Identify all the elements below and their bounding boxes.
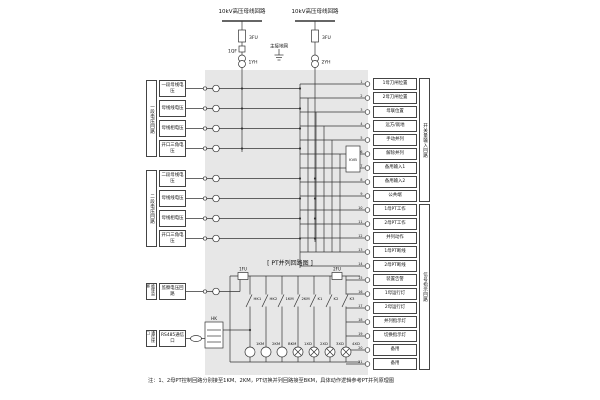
- right-box: 并列动作: [373, 232, 417, 244]
- left-item: RS485通信口: [159, 330, 186, 347]
- right-side-label-signals: 信号指示回路: [419, 204, 430, 370]
- terminal-number: 6: [360, 150, 362, 154]
- right-box: 1母PT工作: [373, 204, 417, 216]
- terminal-number: 14: [358, 262, 362, 266]
- right-box: 2母PT断线: [373, 260, 417, 272]
- terminal-number: 21: [358, 360, 362, 364]
- right-box: 1母刀闸位置: [373, 78, 417, 90]
- right-box: 公共端: [373, 190, 417, 202]
- contact-label: 1KM: [286, 296, 294, 301]
- right-box: 备用输入2: [373, 176, 417, 188]
- coil-label: 1XD: [304, 341, 312, 346]
- left-group-title-comm: 通信接口: [146, 330, 157, 347]
- terminal-number: 5: [360, 136, 362, 140]
- footnote: 注：1、2母PT控制回路分别接至1KM、2KM，PT切换并列回路接至BKM，具体…: [148, 378, 395, 384]
- terminal-circles: [364, 81, 371, 367]
- right-box: 母联位置: [373, 106, 417, 118]
- terminal-number: 10: [358, 206, 362, 210]
- contact-label: K2: [334, 296, 339, 301]
- control-caption: [ PT并列回路图 ]: [267, 259, 313, 267]
- internal-bus-lines: [299, 84, 341, 268]
- left-item: 母线线电压: [159, 100, 186, 117]
- coil-label: 3XD: [336, 341, 344, 346]
- terminal-number: 16: [358, 290, 362, 294]
- terminal-number: 7: [360, 164, 362, 168]
- right-box: 切换指示灯: [373, 330, 417, 342]
- left-group-title-insulation: 绝缘监察: [146, 283, 157, 300]
- terminal-number: 4: [360, 122, 362, 126]
- terminal-number: 2: [360, 94, 362, 98]
- left-item: 监察电压回路: [159, 283, 186, 300]
- left-group-title-section1: 一段电压回路: [146, 80, 157, 157]
- right-box: 2母PT工作: [373, 218, 417, 230]
- coil-label: 1KM: [256, 341, 264, 346]
- contact-label: 2KM: [302, 296, 310, 301]
- device-panel-background: [205, 70, 368, 375]
- right-side-label-inputs: 开关量输入回路: [419, 78, 430, 202]
- right-box: 并列指示灯: [373, 316, 417, 328]
- left-item: 母线相电压: [159, 120, 186, 137]
- pt-winding-rows: [186, 84, 300, 342]
- right-busbar-title: 10kV高压母线回路: [291, 9, 339, 15]
- right-box: 2母刀闸位置: [373, 92, 417, 104]
- right-box: 1母PT断线: [373, 246, 417, 258]
- coil-label: BKM: [288, 341, 296, 346]
- left-fuse-label: 3FU: [249, 35, 258, 41]
- schematic-labels: 3FU 3FU 1QF 主接地网 1YH 2YH [ PT并列回路图 ] 1FU…: [211, 35, 362, 364]
- left-group-title-section2: 二段电压回路: [146, 170, 157, 247]
- right-box: 手动并列: [373, 134, 417, 146]
- right-box: 备用输入1: [373, 162, 417, 174]
- terminal-number: 3: [360, 108, 362, 112]
- relay-box-label: KVB: [349, 157, 357, 162]
- right-box: 2母运行灯: [373, 302, 417, 314]
- control-fuse-left-label: 1FU: [239, 267, 247, 272]
- pt1-label: 1YH: [249, 60, 258, 66]
- switch-box-label: HK: [211, 316, 217, 321]
- feeder-lines: [238, 21, 319, 242]
- relay-box: [345, 145, 361, 173]
- ground-label: 主接地网: [270, 43, 288, 50]
- terminal-number: 8: [360, 178, 362, 182]
- left-item: 母线相电压: [159, 210, 186, 227]
- terminal-number: 11: [358, 220, 362, 224]
- left-item: 一段母线电压: [159, 80, 186, 97]
- contact-label: K1: [318, 296, 323, 301]
- junction-dots: [238, 87, 317, 332]
- breaker-label: 1QF: [228, 49, 237, 55]
- right-box: 解除并列: [373, 148, 417, 160]
- right-fuse-label: 3FU: [322, 35, 331, 41]
- coil-label: 4XD: [352, 341, 360, 346]
- left-item: 二段母线电压: [159, 170, 186, 187]
- terminal-number: 15: [358, 276, 362, 280]
- contact-label: HK1: [254, 296, 262, 301]
- right-box: 1母运行灯: [373, 288, 417, 300]
- terminal-number: 9: [360, 192, 362, 196]
- left-item: 开口三角电压: [159, 230, 186, 247]
- left-item: 开口三角电压: [159, 140, 186, 157]
- right-box: 装置告警: [373, 274, 417, 286]
- terminal-wires: [300, 83, 366, 365]
- terminal-number: 18: [358, 318, 362, 322]
- terminal-number: 19: [358, 332, 362, 336]
- terminal-number: 20: [358, 346, 362, 350]
- coil-label: 2XD: [320, 341, 328, 346]
- terminal-number: 1: [360, 80, 362, 84]
- right-box: 备用: [373, 344, 417, 356]
- left-item: 母线线电压: [159, 190, 186, 207]
- terminal-number: 12: [358, 234, 362, 238]
- terminal-number: 17: [358, 304, 362, 308]
- contact-label: HK2: [270, 296, 278, 301]
- terminal-number: 13: [358, 248, 362, 252]
- contact-label: K3: [350, 296, 355, 301]
- control-fuse-right-label: 2FU: [333, 267, 341, 272]
- pt2-label: 2YH: [322, 60, 331, 66]
- right-box: 备用: [373, 358, 417, 370]
- control-circuit: [204, 272, 360, 363]
- left-busbar-title: 10kV高压母线回路: [218, 9, 266, 15]
- right-box: 远方/就地: [373, 120, 417, 132]
- coil-label: 2KM: [272, 341, 280, 346]
